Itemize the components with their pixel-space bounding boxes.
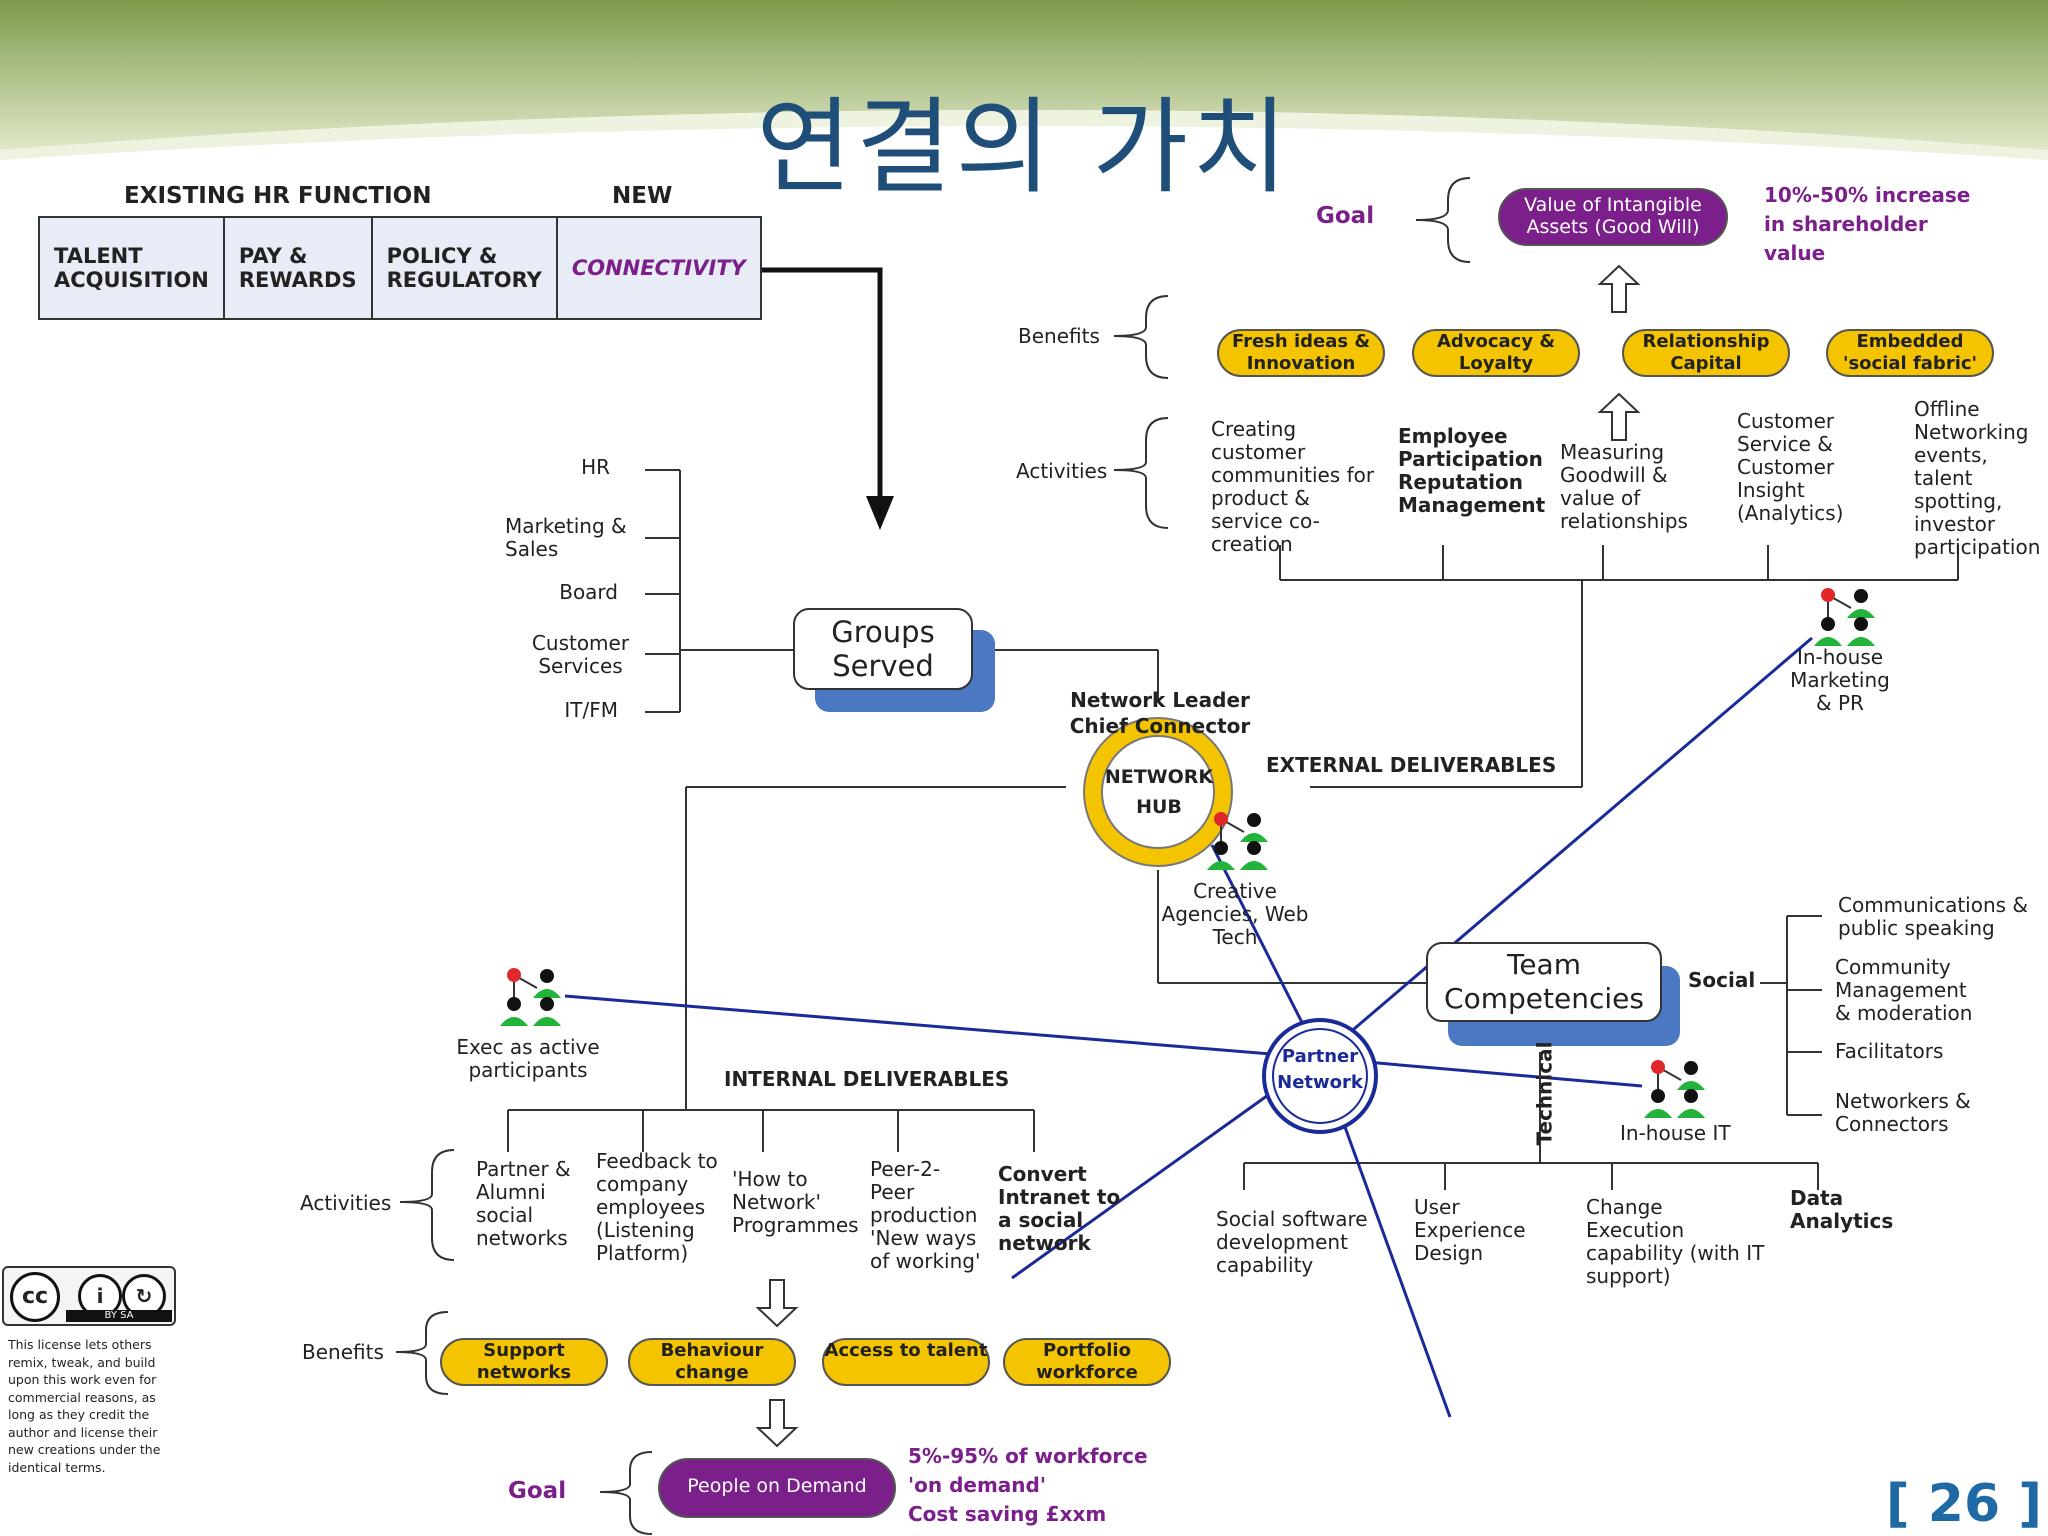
benefit-pill: Relationship Capital: [1622, 329, 1790, 377]
external-benefits-label: Benefits: [1018, 324, 1100, 348]
license-text: This license lets others remix, tweak, a…: [8, 1337, 161, 1475]
social-item: Networkers & Connectors: [1835, 1089, 1971, 1136]
hr-cell-pay: PAY & REWARDS: [222, 216, 373, 320]
partner-network-label: Partner Network: [1277, 1046, 1363, 1093]
creative-agencies-label: Creative Agencies, Web Tech: [1161, 879, 1309, 949]
hr-cell-policy: POLICY & REGULATORY: [370, 216, 558, 320]
people-icons: [500, 588, 1875, 1118]
internal-benefit-pill: Portfolio workforce: [1003, 1338, 1171, 1386]
group-item: Marketing & Sales: [505, 514, 627, 561]
network-hub-label: NETWORK HUB: [1104, 766, 1214, 818]
creative-commons-badge: cc i ↻ BY SA: [2, 1266, 176, 1326]
technical-label: Technical: [1532, 1041, 1557, 1146]
activity-item: Employee Participation Reputation Manage…: [1398, 424, 1546, 517]
benefit-pill: Embedded 'social fabric': [1826, 329, 1994, 377]
hr-cell-talent: TALENT ACQUISITION: [38, 216, 225, 320]
existing-hr-header: EXISTING HR FUNCTION: [124, 183, 432, 209]
page-title: 연결의 가치: [756, 86, 1292, 208]
hr-cell-connectivity: CONNECTIVITY: [555, 216, 762, 320]
technical-item: Change Execution capability (with IT sup…: [1586, 1195, 1765, 1288]
internal-goal-note-3: Cost saving £xxm: [908, 1502, 1107, 1526]
internal-activity: 'How to Network' Programmes: [732, 1167, 859, 1237]
group-item: HR: [581, 455, 610, 479]
team-competencies-box: Team Competencies: [1426, 942, 1662, 1022]
activity-item: Creating customer communities for produc…: [1211, 417, 1375, 556]
group-item: Customer Services: [531, 631, 630, 678]
network-leader-label: Network Leader Chief Connector: [1069, 688, 1251, 738]
internal-benefits-label: Benefits: [302, 1340, 384, 1364]
cc-badge-text: BY SA: [66, 1310, 172, 1322]
marketing-pr-label: In-house Marketing & PR: [1790, 645, 1890, 715]
new-header: NEW: [612, 183, 673, 209]
internal-benefit-pill: Access to talent: [822, 1338, 990, 1386]
hr-function-table: TALENT ACQUISITION PAY & REWARDS POLICY …: [38, 216, 762, 320]
sa-icon: ↻: [122, 1274, 166, 1318]
external-goal-label: Goal: [1316, 203, 1375, 229]
benefit-pill: Advocacy & Loyalty: [1412, 329, 1580, 377]
external-goal-box: Value of Intangible Assets (Good Will): [1498, 188, 1728, 246]
internal-benefit-pill: Behaviour change: [628, 1338, 796, 1386]
social-label: Social: [1688, 968, 1756, 992]
groups-served-box: Groups Served: [793, 608, 973, 690]
external-goal-note: 10%-50% increase in shareholder value: [1764, 183, 1971, 265]
in-house-it-label: In-house IT: [1620, 1121, 1731, 1145]
technical-item: User Experience Design: [1414, 1195, 1526, 1265]
exec-label: Exec as active participants: [456, 1035, 600, 1082]
group-item: Board: [559, 580, 618, 604]
internal-activities-label: Activities: [300, 1191, 392, 1215]
internal-activity: Convert Intranet to a social network: [998, 1162, 1121, 1255]
activity-item: Customer Service & Customer Insight (Ana…: [1737, 409, 1844, 525]
page-number: [ 26 ]: [1885, 1474, 2042, 1534]
cc-icon: cc: [10, 1272, 60, 1322]
social-item: Communications & public speaking: [1838, 893, 2029, 940]
internal-goal-note-2: 'on demand': [908, 1473, 1046, 1497]
internal-deliverables-label: INTERNAL DELIVERABLES: [724, 1067, 1010, 1091]
internal-goal-note-1: 5%-95% of workforce: [908, 1444, 1148, 1468]
internal-activity: Feedback to company employees (Listening…: [596, 1149, 718, 1265]
internal-goal-box: People on Demand: [658, 1458, 896, 1518]
technical-item: Social software development capability: [1216, 1207, 1368, 1277]
internal-activity: Partner & Alumni social networks: [476, 1157, 571, 1250]
activity-item: Measuring Goodwill & value of relationsh…: [1560, 440, 1688, 533]
technical-item: Data Analytics: [1790, 1186, 1894, 1233]
activity-item: Offline Networking events, talent spotti…: [1914, 397, 2041, 559]
benefit-pill: Fresh ideas & Innovation: [1217, 329, 1385, 377]
internal-activity: Peer-2-Peer production 'New ways of work…: [870, 1157, 981, 1273]
internal-goal-label: Goal: [508, 1478, 567, 1504]
external-activities-label: Activities: [1016, 459, 1108, 483]
social-item: Facilitators: [1835, 1039, 1944, 1063]
external-deliverables-label: EXTERNAL DELIVERABLES: [1266, 753, 1557, 777]
group-item: IT/FM: [564, 698, 618, 722]
header-banner: [0, 0, 2048, 160]
social-item: Community Management & moderation: [1835, 955, 1973, 1025]
internal-benefit-pill: Support networks: [440, 1338, 608, 1386]
